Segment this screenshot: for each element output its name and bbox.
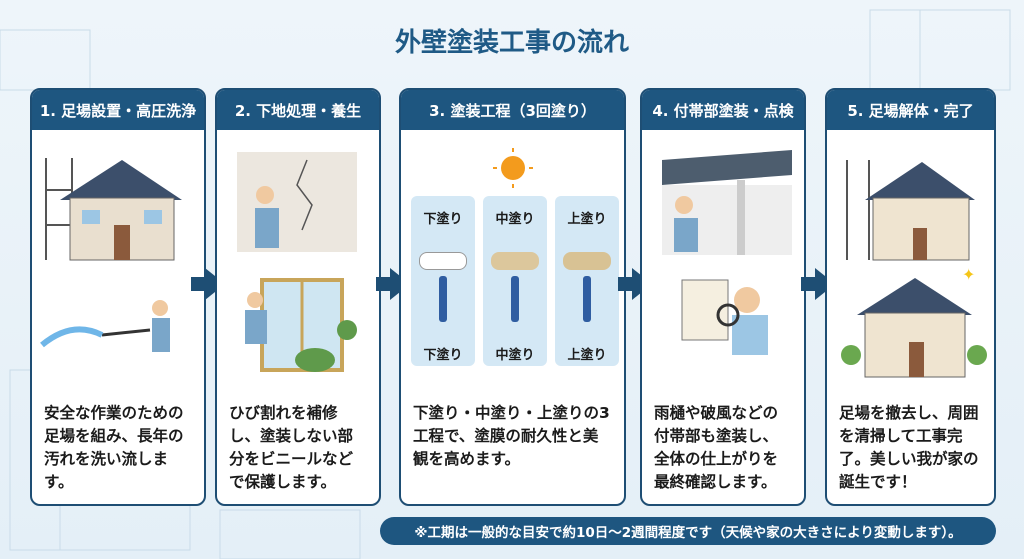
coat-column-topcoat: 上塗り上塗り: [555, 196, 619, 366]
gutter-painting-inspection-illustration: [642, 130, 804, 402]
step-card-3: 3. 塗装工程（3回塗り） 下塗り下塗り 中塗り中塗り 上塗り上塗り 下塗り・中…: [399, 88, 626, 506]
step-header: 3. 塗装工程（3回塗り）: [401, 90, 624, 130]
step-description: 雨樋や破風などの付帯部も塗装し、全体の仕上がりを最終確認します。: [654, 404, 779, 491]
step-header: 2. 下地処理・養生: [217, 90, 379, 130]
coat-column-middle: 中塗り中塗り: [483, 196, 547, 366]
crack-repair-masking-illustration: [217, 130, 379, 402]
step-header: 1. 足場設置・高圧洗浄: [32, 90, 204, 130]
step-card-2: 2. 下地処理・養生 ひび割れを補修し、塗装しない部分をビニールなどで保護します…: [215, 88, 381, 506]
coat-column-undercoat: 下塗り下塗り: [411, 196, 475, 366]
svg-text:✦: ✦: [962, 265, 975, 284]
house-scaffold-washing-illustration: [32, 130, 204, 402]
step-description: 下塗り・中塗り・上塗りの3工程で、塗膜の耐久性と美観を高めます。: [413, 404, 610, 468]
three-coat-painting-illustration: 下塗り下塗り 中塗り中塗り 上塗り上塗り: [401, 130, 624, 402]
step-header: 5. 足場解体・完了: [827, 90, 994, 130]
step-header: 4. 付帯部塗装・点検: [642, 90, 804, 130]
page-title: 外壁塗装工事の流れ: [394, 28, 629, 58]
step-description: ひび割れを補修し、塗装しない部分をビニールなどで保護します。: [229, 404, 354, 491]
step-card-1: 1. 足場設置・高圧洗浄 安全な作業のための足場を組み、長年の汚れを洗い流します…: [30, 88, 206, 506]
step-description: 足場を撤去し、周囲を清掃して工事完了。美しい我が家の誕生です！: [839, 404, 979, 491]
step-card-4: 4. 付帯部塗装・点検 雨樋や破風などの付帯部も塗装し、全体の仕上がりを最終確認…: [640, 88, 806, 506]
step-card-5: 5. 足場解体・完了 ✦ 足場を撤去し、周囲を清掃して工事完了。美しい我が家の誕…: [825, 88, 996, 506]
duration-footnote: ※工期は一般的な目安で約10日〜2週間程度です（天候や家の大きさにより変動します…: [380, 517, 996, 545]
step-description: 安全な作業のための足場を組み、長年の汚れを洗い流します。: [44, 404, 184, 491]
completed-house-illustration: ✦: [827, 130, 994, 402]
